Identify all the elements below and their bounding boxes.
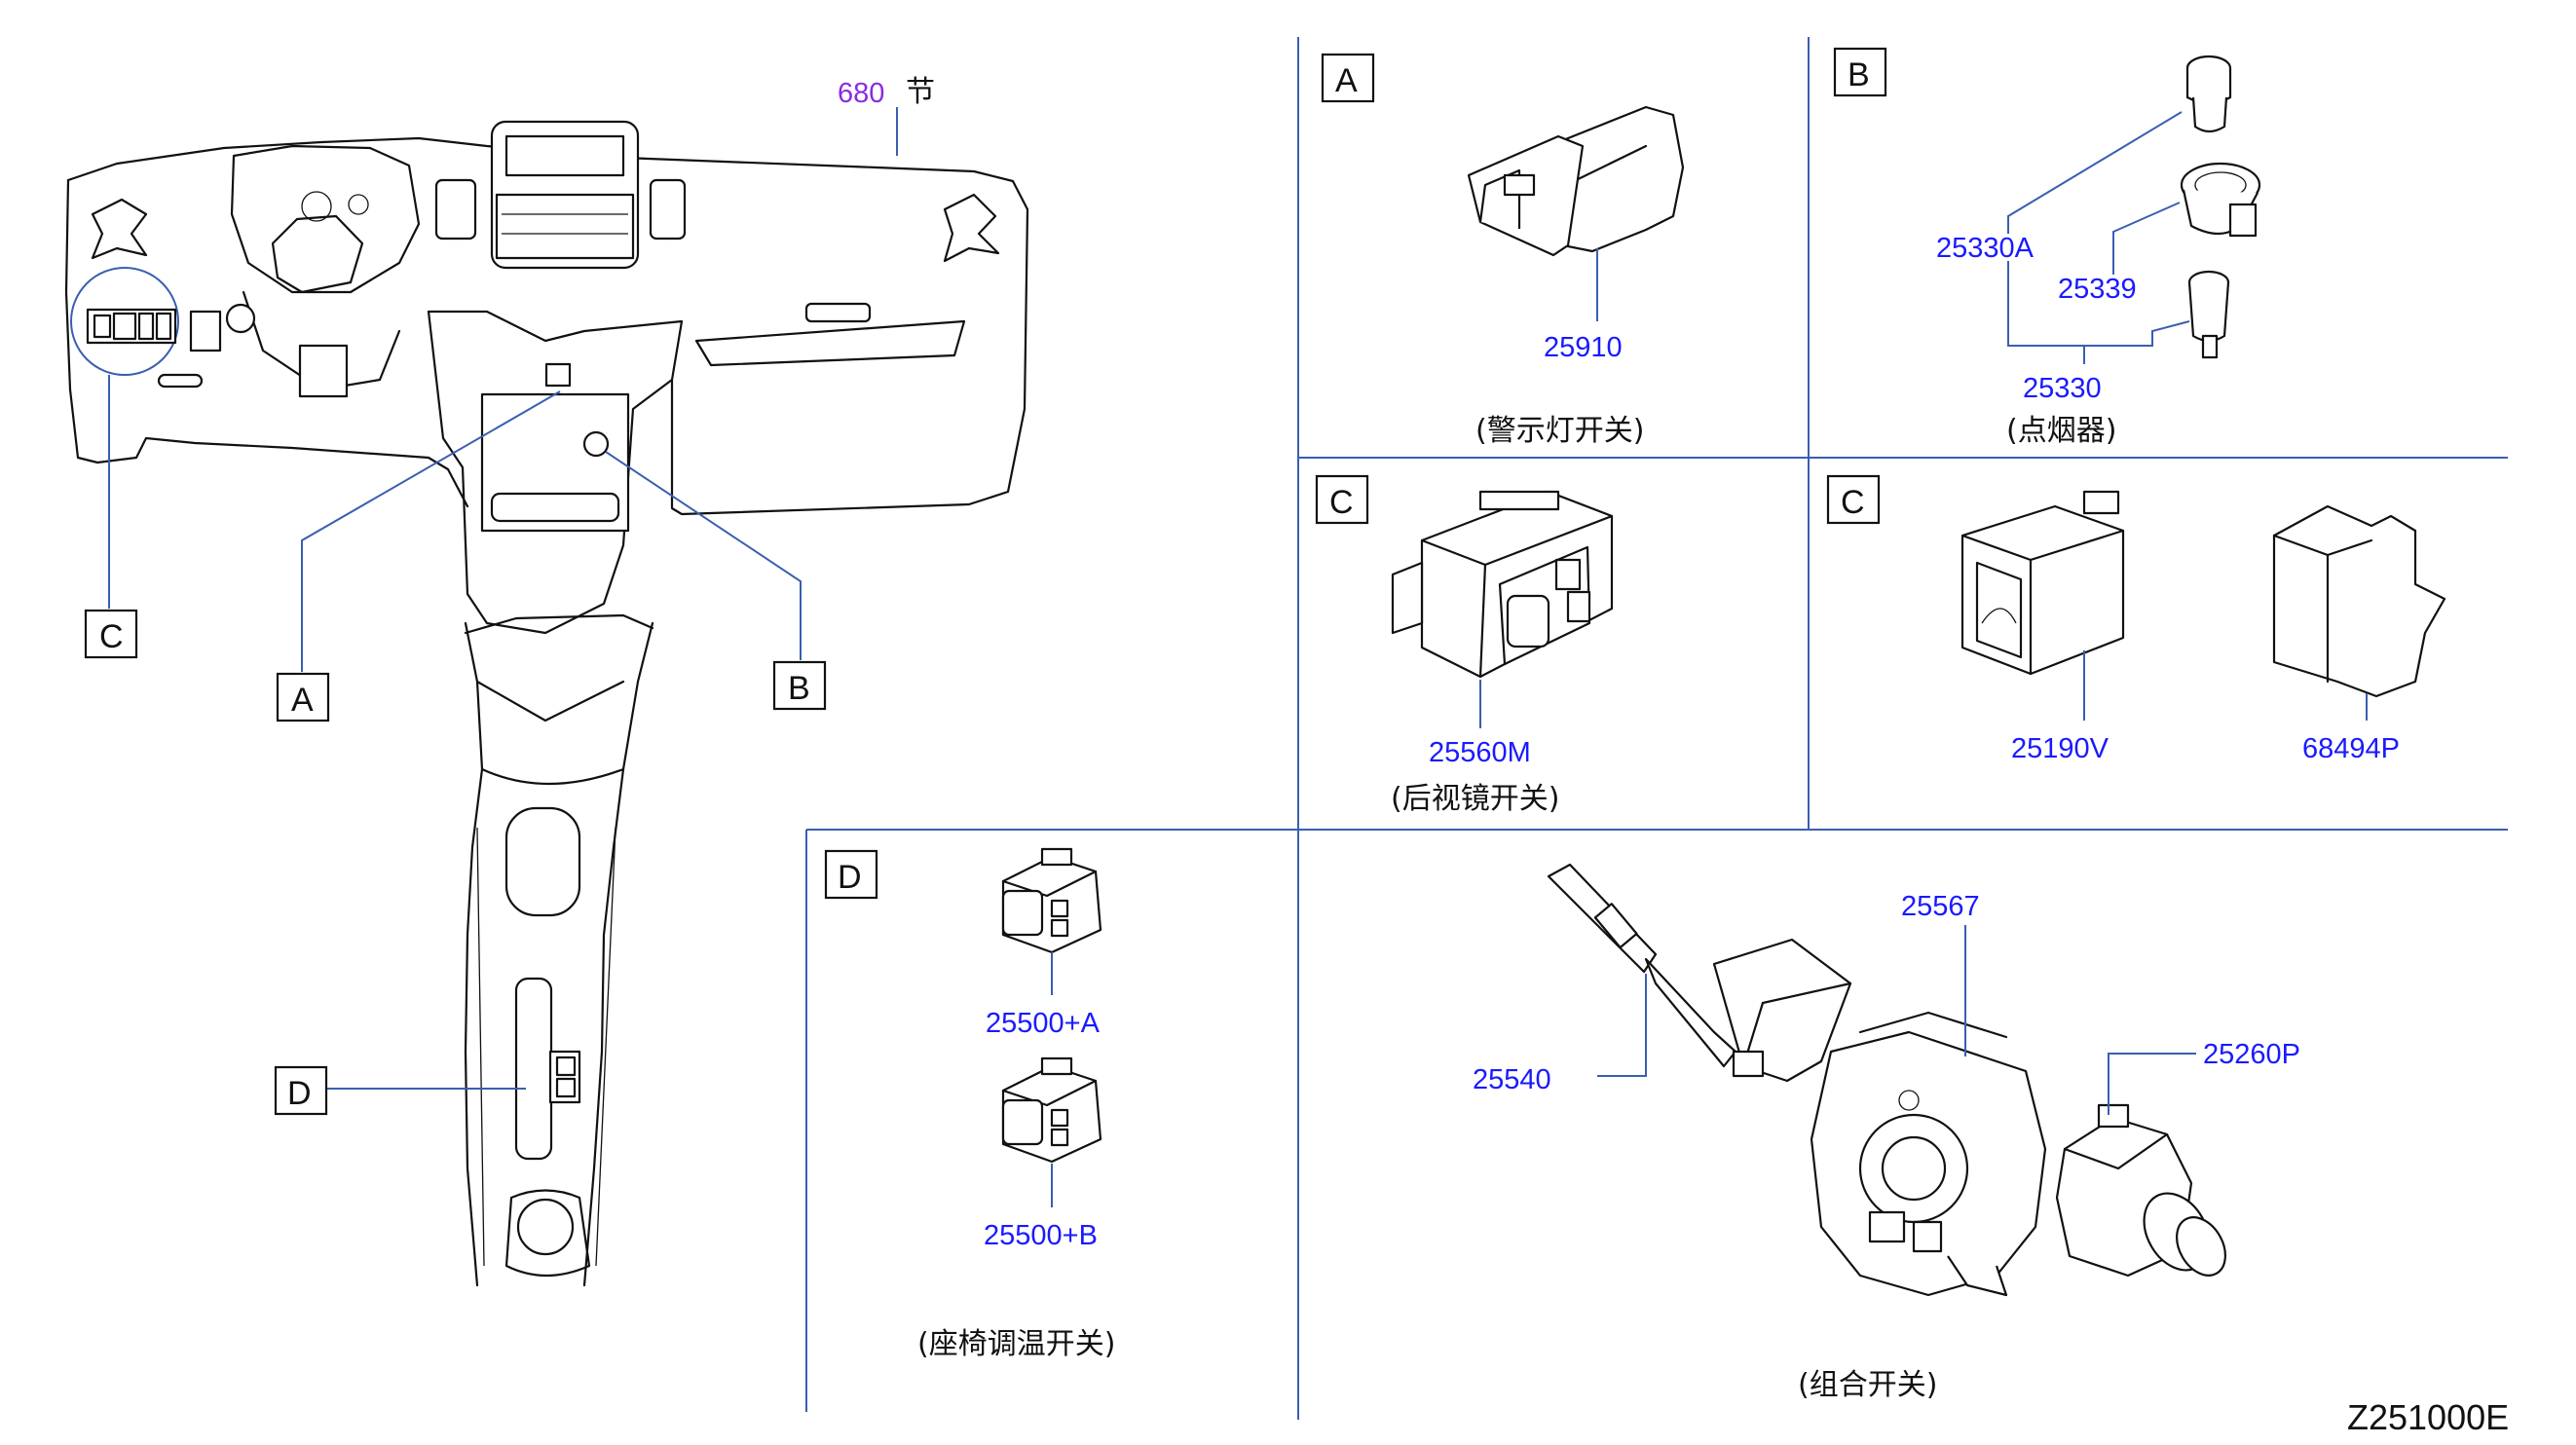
part-25540: 25540 xyxy=(1473,1064,1551,1095)
section-number: 680 xyxy=(838,78,884,109)
dashboard-overview-illustration xyxy=(64,120,1029,1287)
callout-box-a xyxy=(276,672,330,722)
overview-callouts: C A B D xyxy=(84,375,827,1116)
callout-box-d xyxy=(274,1065,328,1116)
panel-a-caption: (警示灯开关) xyxy=(1475,414,1644,448)
hazard-switch-illustration xyxy=(1467,105,1685,257)
part-25910: 25910 xyxy=(1544,332,1623,363)
panel-b-letter: B xyxy=(1848,56,1870,93)
part-25500-a: 25500+A xyxy=(986,1008,1101,1039)
part-25339: 25339 xyxy=(2058,274,2137,305)
seat-heater-switch-b-illustration xyxy=(1001,1056,1102,1164)
wiper-stalk-25540-illustration xyxy=(1547,863,1852,1083)
panel-combination-switch: 25567 25540 25260P (组合开关) xyxy=(1473,863,2300,1402)
callout-b-label: B xyxy=(788,670,810,707)
panel-dividers xyxy=(805,37,2508,1420)
section-suffix: 节 xyxy=(906,75,935,109)
panel-c1-letter: C xyxy=(1329,484,1354,521)
lighting-switch-25260p-illustration xyxy=(2055,1103,2226,1278)
panel-c-switch: C 25190V 68494P xyxy=(1826,474,2446,764)
mirror-switch-illustration xyxy=(1391,490,1614,679)
panel-b-caption: (点烟器) xyxy=(2006,414,2116,448)
panel-combo-caption: (组合开关) xyxy=(1798,1368,1937,1402)
seat-heater-switch-a-illustration xyxy=(1001,847,1102,954)
panel-c2-letter: C xyxy=(1841,484,1865,521)
switch-25190v-illustration xyxy=(1960,490,2125,676)
part-25260P: 25260P xyxy=(2203,1039,2300,1070)
part-25567: 25567 xyxy=(1901,891,1980,922)
callout-d-label: D xyxy=(287,1075,312,1112)
part-68494P: 68494P xyxy=(2302,733,2400,764)
panel-d-letter: D xyxy=(838,859,862,896)
callout-a-label: A xyxy=(291,682,314,719)
part-25500-b: 25500+B xyxy=(984,1220,1098,1251)
blank-cover-68494p-illustration xyxy=(2272,504,2446,698)
panel-a: A 25910 (警示灯开关) xyxy=(1321,53,1685,448)
cigar-lighter-illustration xyxy=(2180,55,2261,359)
panel-b: B 25330A 25339 25330 (点烟器) xyxy=(1833,47,2261,448)
callout-box-b xyxy=(772,660,827,711)
panel-c1-caption: (后视镜开关) xyxy=(1391,782,1559,816)
diagram-code: Z251000E xyxy=(2347,1397,2509,1437)
panel-a-letter: A xyxy=(1335,62,1358,99)
callout-c-label: C xyxy=(99,618,124,655)
part-25190V: 25190V xyxy=(2011,733,2109,764)
panel-d-caption: (座椅调温开关) xyxy=(917,1327,1115,1361)
panel-c-mirror: C 25560M (后视镜开关) xyxy=(1315,474,1614,816)
part-25560M: 25560M xyxy=(1429,737,1531,768)
part-25330A: 25330A xyxy=(1936,233,2035,264)
section-label: 680 节 xyxy=(838,75,935,156)
callout-box-c xyxy=(84,609,138,659)
spiral-cable-25567-illustration xyxy=(1810,1011,2047,1297)
part-25330: 25330 xyxy=(2023,373,2102,404)
panel-d: D 25500+A 25500+B (座椅调温开关) xyxy=(824,847,1115,1361)
